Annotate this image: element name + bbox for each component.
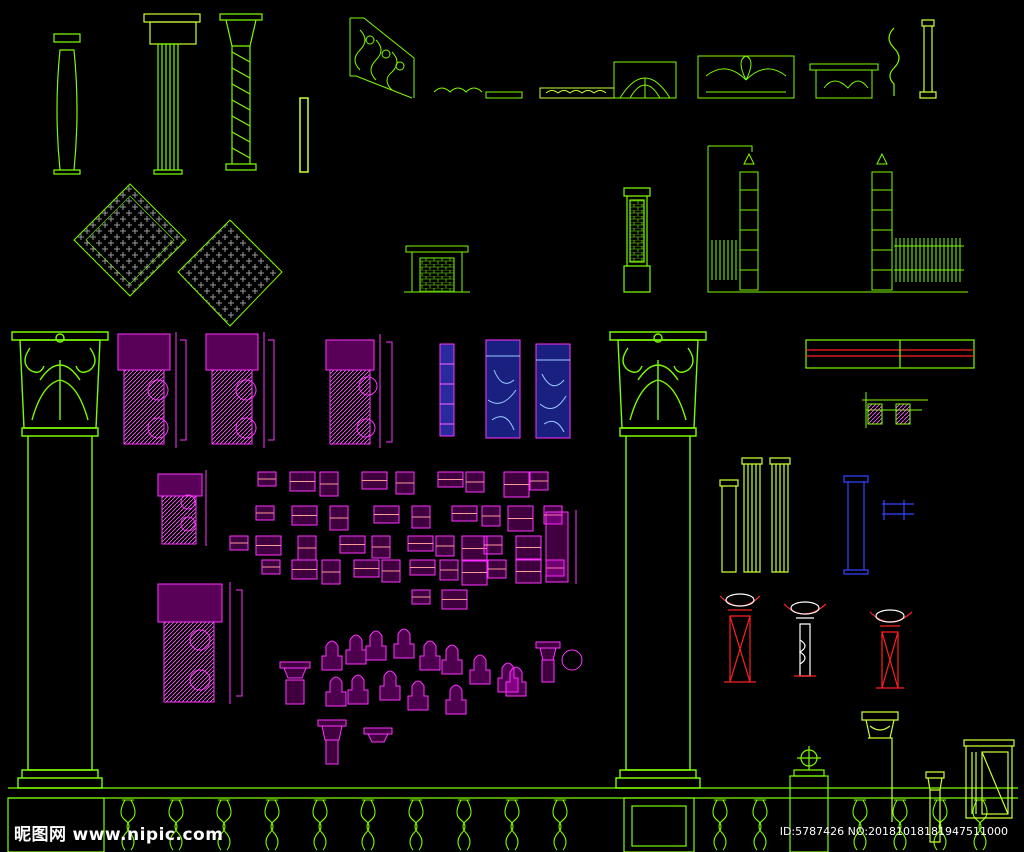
baluster xyxy=(408,799,424,851)
capital-detail-section-2 xyxy=(205,332,275,448)
baluster xyxy=(264,799,280,851)
weave-pattern-tile-left xyxy=(73,183,187,297)
wrought-iron-panel-drawing xyxy=(697,55,795,99)
planter-urn-drawings xyxy=(279,641,583,765)
bench-plan-drawing xyxy=(805,339,975,369)
watermark-brand-name: 昵图网 xyxy=(14,825,67,845)
baluster xyxy=(712,799,728,851)
torch-stand-2 xyxy=(783,601,827,677)
magenta-column-piece xyxy=(545,511,569,583)
small-post-drawing xyxy=(299,97,309,173)
doric-column-drawing xyxy=(143,13,201,175)
capital-detail-section-3 xyxy=(325,334,393,448)
corinthian-capital-small xyxy=(861,711,899,822)
statue-figure xyxy=(407,680,429,711)
baluster xyxy=(360,799,376,851)
torch-stand-1 xyxy=(719,593,761,683)
statue-figure xyxy=(365,630,387,661)
baluster xyxy=(852,799,868,851)
statue-figure xyxy=(497,662,519,693)
lattice-pillar-drawing xyxy=(623,187,651,293)
baluster xyxy=(168,799,184,851)
slim-column-drawing xyxy=(919,19,937,99)
baluster xyxy=(120,799,136,851)
statue-figure xyxy=(505,666,527,697)
watermark-site-url: www.nipic.com xyxy=(72,825,224,845)
statue-figure xyxy=(325,676,347,707)
baluster xyxy=(312,799,328,851)
baluster xyxy=(456,799,472,851)
baluster-column-drawing xyxy=(53,33,81,175)
magenta-component-grid xyxy=(229,471,577,610)
brick-fireplace-drawing xyxy=(404,245,470,293)
scroll-bracket-drawing xyxy=(888,27,900,96)
twisted-column-drawing xyxy=(219,13,263,171)
baluster xyxy=(504,799,520,851)
weave-pattern-tile-right xyxy=(177,219,283,327)
torch-stand-3 xyxy=(869,609,913,689)
statue-figure xyxy=(469,654,491,685)
stair-railing-drawing xyxy=(349,17,415,99)
statue-figure xyxy=(393,628,415,659)
ornament-strips xyxy=(433,87,615,99)
watermark-id: ID:5787426 NO:20181018181947511000 xyxy=(779,825,1008,838)
statue-figure xyxy=(345,634,367,665)
gate-pillars-elevation xyxy=(707,145,968,293)
window-frame-drawing xyxy=(963,739,1015,819)
stained-glass-panels xyxy=(439,339,571,439)
corinthian-column-left xyxy=(11,331,109,789)
corinthian-column-right xyxy=(609,331,707,789)
blue-column-drawing xyxy=(843,475,914,575)
baluster xyxy=(552,799,568,851)
bracket-detail-drawing xyxy=(862,392,928,428)
baluster xyxy=(216,799,232,851)
balustrade-drawing xyxy=(7,746,1018,852)
statue-figure xyxy=(445,684,467,715)
capital-detail-section-1 xyxy=(117,332,187,448)
capital-detail-section-5 xyxy=(157,582,243,704)
statue-figure xyxy=(321,640,343,671)
baluster-row xyxy=(120,799,988,851)
statue-figure xyxy=(379,670,401,701)
baluster xyxy=(752,799,768,851)
capital-detail-section-4 xyxy=(157,470,207,546)
statue-lantern-row xyxy=(321,628,527,715)
baluster xyxy=(892,799,908,851)
statue-figure xyxy=(347,674,369,705)
fluted-column-group xyxy=(719,457,791,573)
small-pilaster-drawing xyxy=(925,771,945,843)
statue-figure xyxy=(441,644,463,675)
fountain-panel-drawing xyxy=(613,61,677,99)
statue-figure xyxy=(419,640,441,671)
console-table-drawing xyxy=(809,63,879,99)
